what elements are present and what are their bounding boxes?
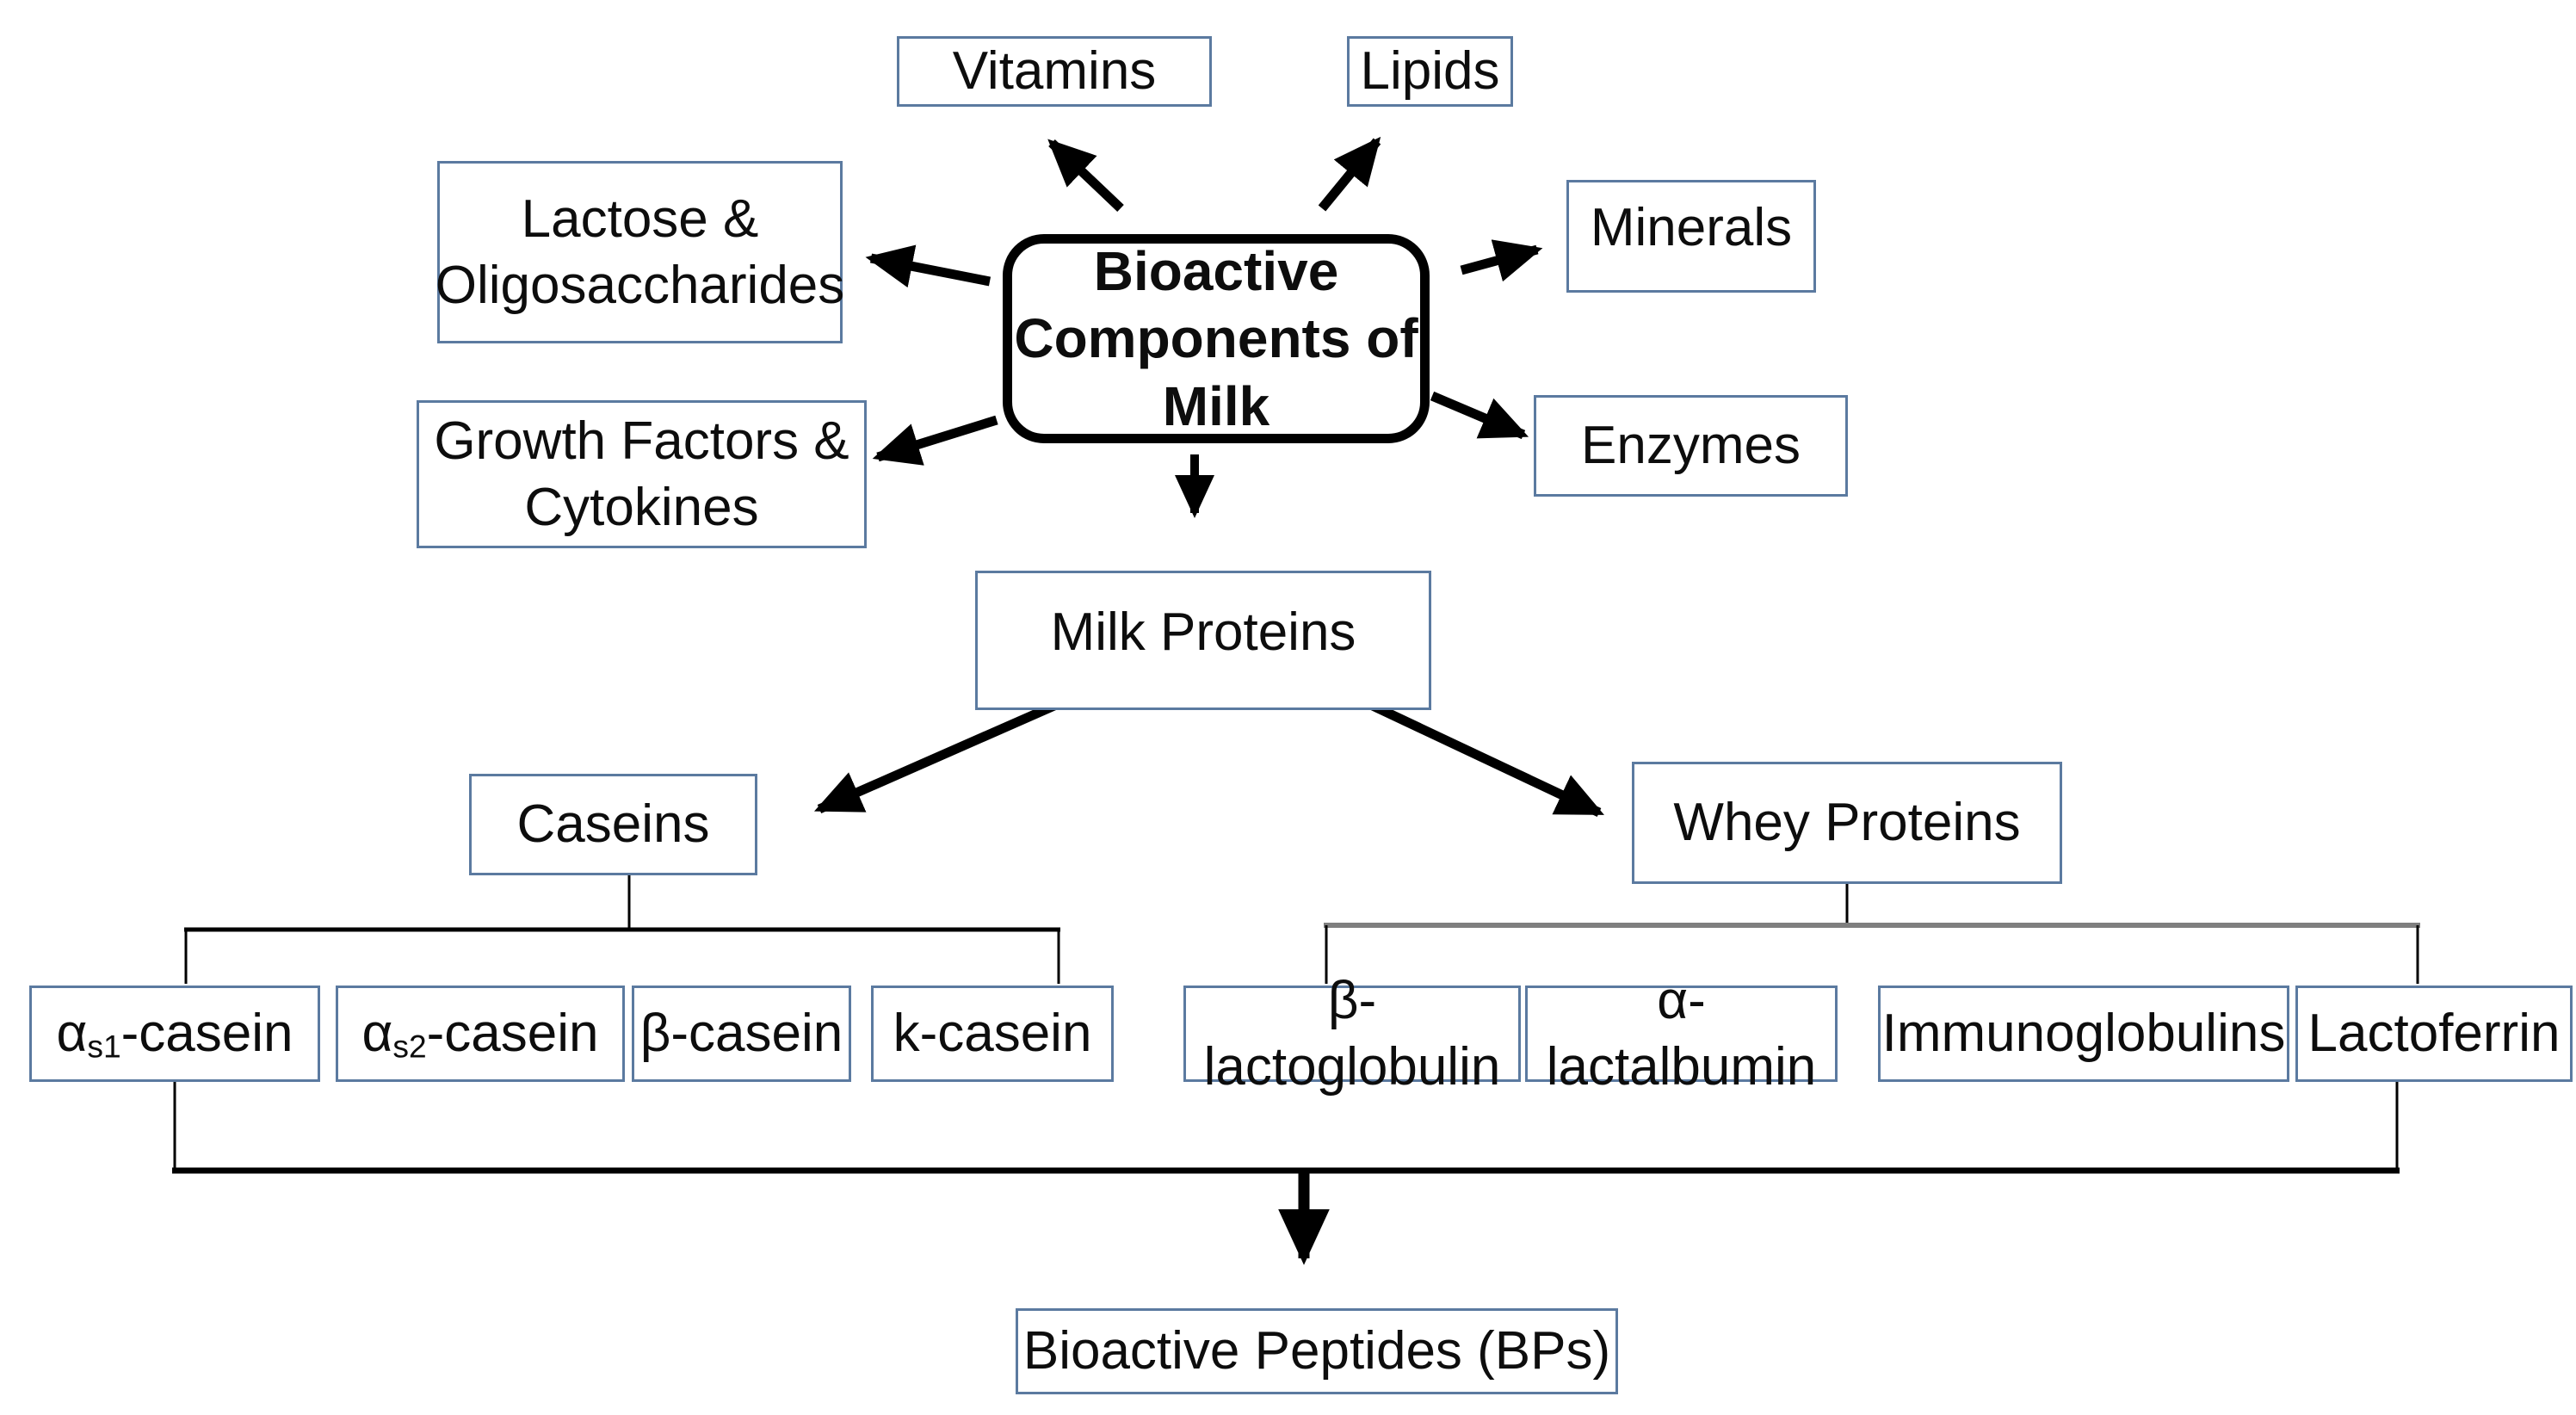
- node-alpha-s1-casein: αs1-casein: [29, 986, 320, 1082]
- arrow-center-to-enzymes: [1430, 391, 1529, 440]
- center-line-3: Milk: [1162, 374, 1270, 437]
- node-whey-proteins: Whey Proteins: [1632, 762, 2062, 884]
- node-alpha-lactalbumin: α-lactalbumin: [1525, 971, 1838, 1097]
- alpha-s1-suffix: -casein: [120, 1004, 293, 1064]
- arrow-center-to-lipids: [1318, 136, 1381, 212]
- node-immunoglobulins: Immunoglobulins: [1878, 986, 2289, 1082]
- node-lactoferrin: Lactoferrin: [2295, 986, 2573, 1082]
- node-growth-line-1: Growth Factors &: [434, 411, 849, 471]
- node-growth-line-2: Cytokines: [524, 478, 759, 537]
- arrow-milk-proteins-to-whey-proteins: [1356, 695, 1604, 817]
- arrow-center-to-growth-factors: [872, 415, 998, 466]
- node-alpha-s2-casein-label: αs2-casein: [362, 1000, 599, 1067]
- node-alpha-lactalbumin-label: α-lactalbumin: [1546, 970, 1817, 1097]
- node-milk-proteins-label: Milk Proteins: [1050, 602, 1356, 662]
- node-caseins: Caseins: [469, 774, 757, 875]
- arrow-center-to-lactose: [865, 244, 991, 288]
- node-beta-lactoglobulin-label: β-lactoglobulin: [1203, 970, 1501, 1097]
- node-minerals-label: Minerals: [1590, 198, 1793, 257]
- node-lipids: Lipids: [1347, 36, 1513, 107]
- node-bioactive-components-of-milk: Bioactive Components of Milk: [1003, 234, 1430, 443]
- node-beta-casein-label: β-casein: [639, 1004, 843, 1064]
- node-minerals: Minerals: [1566, 180, 1816, 293]
- node-alpha-s1-casein-label: αs1-casein: [57, 1000, 293, 1067]
- node-k-casein: k-casein: [871, 986, 1114, 1082]
- arrow-center-to-vitamins: [1047, 139, 1124, 212]
- node-bioactive-peptides: Bioactive Peptides (BPs): [1016, 1308, 1618, 1394]
- node-enzymes-label: Enzymes: [1581, 416, 1801, 476]
- node-bioactive-peptides-label: Bioactive Peptides (BPs): [1022, 1321, 1611, 1381]
- node-vitamins: Vitamins: [897, 36, 1212, 107]
- node-alpha-s2-casein: αs2-casein: [336, 986, 625, 1082]
- alpha-s2-suffix: -casein: [426, 1004, 599, 1064]
- node-beta-lactoglobulin: β-lactoglobulin: [1183, 971, 1521, 1097]
- node-k-casein-label: k-casein: [893, 1004, 1092, 1064]
- node-immunoglobulins-label: Immunoglobulins: [1881, 1004, 2286, 1064]
- center-line-1: Bioactive: [1093, 240, 1339, 303]
- node-growth-factors-cytokines: Growth Factors & Cytokines: [417, 400, 867, 548]
- node-lactoferrin-label: Lactoferrin: [2307, 1004, 2561, 1064]
- node-lactose-oligosaccharides: Lactose & Oligosaccharides: [435, 161, 845, 343]
- node-lactose-line-2: Oligosaccharides: [435, 256, 845, 315]
- alpha-s2-subscript: s2: [392, 1028, 427, 1065]
- node-caseins-label: Caseins: [516, 794, 710, 855]
- alpha-s1-prefix: α: [56, 1004, 88, 1064]
- node-whey-proteins-label: Whey Proteins: [1673, 793, 2021, 853]
- center-line-2: Components of: [1014, 307, 1418, 370]
- node-milk-proteins: Milk Proteins: [975, 571, 1431, 710]
- node-vitamins-label: Vitamins: [952, 41, 1157, 102]
- arrow-milk-proteins-to-caseins: [813, 694, 1072, 814]
- alpha-s2-prefix: α: [361, 1004, 393, 1064]
- node-lactose-line-1: Lactose &: [521, 188, 759, 249]
- node-enzymes: Enzymes: [1534, 395, 1848, 497]
- node-beta-casein: β-casein: [632, 986, 851, 1082]
- alpha-s1-subscript: s1: [87, 1028, 121, 1065]
- arrow-center-to-minerals: [1460, 239, 1543, 282]
- node-lipids-label: Lipids: [1360, 41, 1500, 102]
